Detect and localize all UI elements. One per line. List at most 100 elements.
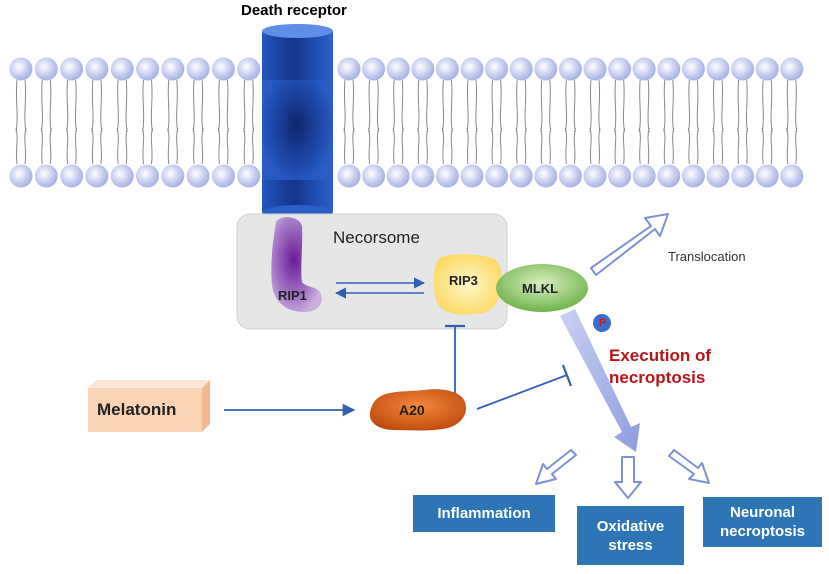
- lipid-head: [485, 57, 509, 81]
- lipid-tail: [540, 79, 552, 165]
- neuronal-necroptosis-label: Neuronal necroptosis: [719, 504, 806, 540]
- lipid-tail: [564, 79, 576, 165]
- lipid-head: [136, 57, 159, 81]
- lipid-head: [755, 57, 779, 81]
- lipid-tail: [687, 79, 699, 165]
- lipid-head: [211, 164, 235, 188]
- lipid-head: [386, 164, 410, 188]
- rip3-label: RIP3: [449, 273, 478, 288]
- lipid-head: [362, 57, 386, 81]
- lipid-head: [9, 164, 33, 188]
- lipid-head: [161, 57, 185, 81]
- lipid-tail: [491, 79, 503, 165]
- lipid-tail: [40, 79, 52, 165]
- lipid-tail: [614, 79, 626, 165]
- a20-inhibits-execution-bar: [561, 364, 573, 387]
- lipid-tail: [167, 79, 179, 165]
- lipid-tail: [417, 79, 429, 165]
- a20-label: A20: [399, 402, 425, 418]
- lipid-head: [34, 57, 58, 81]
- lipid-head: [460, 164, 484, 188]
- lipid-head: [608, 164, 632, 188]
- lipid-head: [411, 164, 435, 188]
- lipid-head: [608, 57, 632, 81]
- lipid-head: [657, 164, 681, 188]
- lipid-tail: [192, 79, 204, 165]
- lipid-head: [706, 57, 730, 81]
- lipid-head: [362, 164, 386, 188]
- lipid-head: [136, 164, 159, 188]
- lipid-tail: [142, 79, 153, 165]
- lipid-head: [186, 164, 210, 188]
- translocation-label: Translocation: [668, 249, 746, 264]
- lipid-head: [211, 57, 235, 81]
- lipid-head: [731, 57, 755, 81]
- rip3-protein: [433, 254, 502, 315]
- lipid-tail: [66, 79, 78, 165]
- execution-shaft-arrow: [560, 309, 640, 452]
- lipid-head: [509, 57, 533, 81]
- lipid-tail: [243, 79, 255, 165]
- melatonin-label: Melatonin: [97, 400, 177, 419]
- lipid-head: [186, 57, 210, 81]
- lipid-tail: [712, 79, 724, 165]
- lipid-head: [534, 57, 558, 81]
- lipid-head: [60, 57, 84, 81]
- lipid-tail: [343, 79, 355, 165]
- lipid-head: [411, 57, 435, 81]
- lipid-tail: [786, 79, 798, 165]
- lipid-tail: [638, 79, 650, 165]
- execution-of-necroptosis-label: Execution of necroptosis: [609, 346, 712, 387]
- lipid-head: [583, 164, 607, 188]
- lipid-head: [435, 164, 459, 188]
- lipid-head: [337, 164, 361, 188]
- lipid-head: [780, 57, 804, 81]
- lipid-tail: [663, 79, 675, 165]
- lipid-head: [34, 164, 58, 188]
- lipid-head: [435, 57, 459, 81]
- lipid-tail: [761, 79, 773, 165]
- a20-protein: [369, 389, 467, 431]
- mlkl-label: MLKL: [522, 281, 559, 296]
- lipid-tail: [116, 79, 128, 165]
- lipid-head: [706, 164, 730, 188]
- lipid-tail: [515, 79, 527, 165]
- lipid-head: [632, 164, 656, 188]
- oxidative-stress-box: Oxidative stress: [577, 506, 684, 565]
- lipid-head: [237, 164, 261, 188]
- lipid-head: [161, 164, 185, 188]
- lipid-head: [558, 164, 582, 188]
- lipid-head: [681, 164, 705, 188]
- lipid-tail: [441, 79, 453, 165]
- arrow-to-neuronal-necroptosis: [668, 449, 710, 484]
- phospho-badge-circle: [593, 314, 611, 332]
- lipid-head: [60, 164, 84, 188]
- lipid-head: [337, 57, 361, 81]
- lipid-head: [583, 57, 607, 81]
- melatonin-box: [88, 380, 210, 432]
- neuronal-necroptosis-box: Neuronal necroptosis: [703, 497, 822, 547]
- cell-membrane: [9, 57, 804, 188]
- phospho-label: P: [598, 317, 607, 329]
- a20-inhibits-execution-line: [476, 374, 568, 410]
- lipid-tail: [466, 79, 478, 165]
- lipid-tail: [15, 79, 27, 165]
- lipid-tail: [392, 79, 404, 165]
- inflammation-label: Inflammation: [437, 505, 531, 522]
- lipid-head: [780, 164, 804, 188]
- lipid-head: [534, 164, 558, 188]
- lipid-head: [110, 57, 134, 81]
- lipid-head: [681, 57, 705, 81]
- arrow-to-inflammation: [535, 449, 577, 485]
- death-receptor: [262, 24, 333, 219]
- lipid-head: [657, 57, 681, 81]
- lipid-head: [386, 57, 410, 81]
- rip1-label: RIP1: [278, 288, 307, 303]
- lipid-head: [755, 164, 779, 188]
- mlkl-protein: [496, 264, 588, 312]
- death-receptor-label: Death receptor: [241, 2, 347, 19]
- lipid-head: [509, 164, 533, 188]
- lipid-head: [85, 57, 109, 81]
